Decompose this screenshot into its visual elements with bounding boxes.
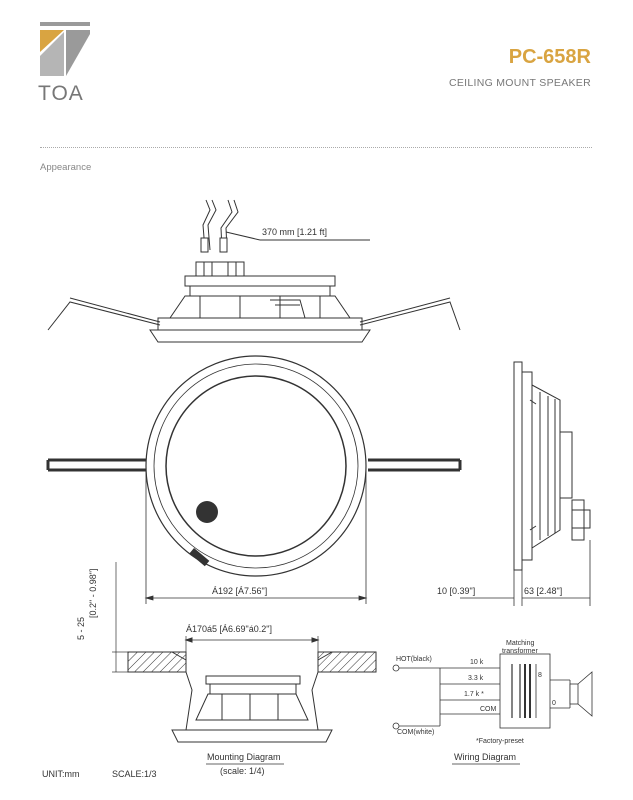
- mounting-diagram-caption: Mounting Diagram: [207, 752, 281, 762]
- panel-thickness-label: 5 - 25: [76, 616, 86, 640]
- mounting-diagram: [112, 562, 377, 765]
- diameter-dimension: [144, 470, 368, 604]
- outer-diameter-label: Á192 [Á7.56"]: [212, 586, 268, 596]
- transformer-label-1: Matching: [506, 640, 535, 647]
- model-number: PC-658R: [508, 46, 591, 68]
- sensor-hole-icon: [196, 501, 218, 523]
- scale-label: SCALE:1/3: [112, 769, 157, 779]
- tap-com-label: COM: [480, 706, 497, 713]
- toa-logo-mark: [40, 22, 90, 76]
- hot-label: HOT(black): [396, 656, 432, 663]
- speaker-side-view-right: [460, 361, 591, 606]
- wiring-diagram-caption: Wiring Diagram: [454, 752, 517, 762]
- mounting-scale-caption: (scale: 1/4): [220, 766, 265, 776]
- tap-3-3k-label: 3.3 k: [468, 675, 484, 682]
- unit-label: UNIT:mm: [42, 769, 80, 779]
- factory-preset-note: *Factory-preset: [476, 738, 524, 745]
- product-subtitle: CEILING MOUNT SPEAKER: [448, 77, 591, 89]
- header-divider: [40, 147, 592, 148]
- section-title: Appearance: [40, 162, 92, 173]
- wiring-diagram: [392, 653, 593, 765]
- com-label: COM(white): [397, 729, 435, 736]
- tap-1-7k-label: 1.7 k *: [464, 691, 484, 698]
- cable-length-label: 370 mm [1.21 ft]: [262, 227, 328, 237]
- impedance-top-label: 8: [538, 672, 542, 679]
- panel-thickness-inch-label: [0.2" - 0.98"]: [88, 568, 98, 618]
- tap-10k-label: 10 k: [470, 659, 484, 666]
- hot-terminal-icon: [392, 664, 400, 672]
- transformer-label-2: transformer: [502, 648, 538, 655]
- face-depth-label: 10 [0.39"]: [437, 586, 476, 596]
- toa-badge-icon: [189, 548, 210, 567]
- body-depth-label: 63 [2.48"]: [524, 586, 563, 596]
- impedance-bottom-label: 0: [552, 700, 556, 707]
- brand-wordmark: TOA: [38, 82, 84, 105]
- speaker-front-view: [46, 355, 462, 577]
- cutout-diameter-label: Á170á5 [Á6.69"á0.2"]: [186, 624, 272, 634]
- speaker-side-view-top: [47, 199, 461, 343]
